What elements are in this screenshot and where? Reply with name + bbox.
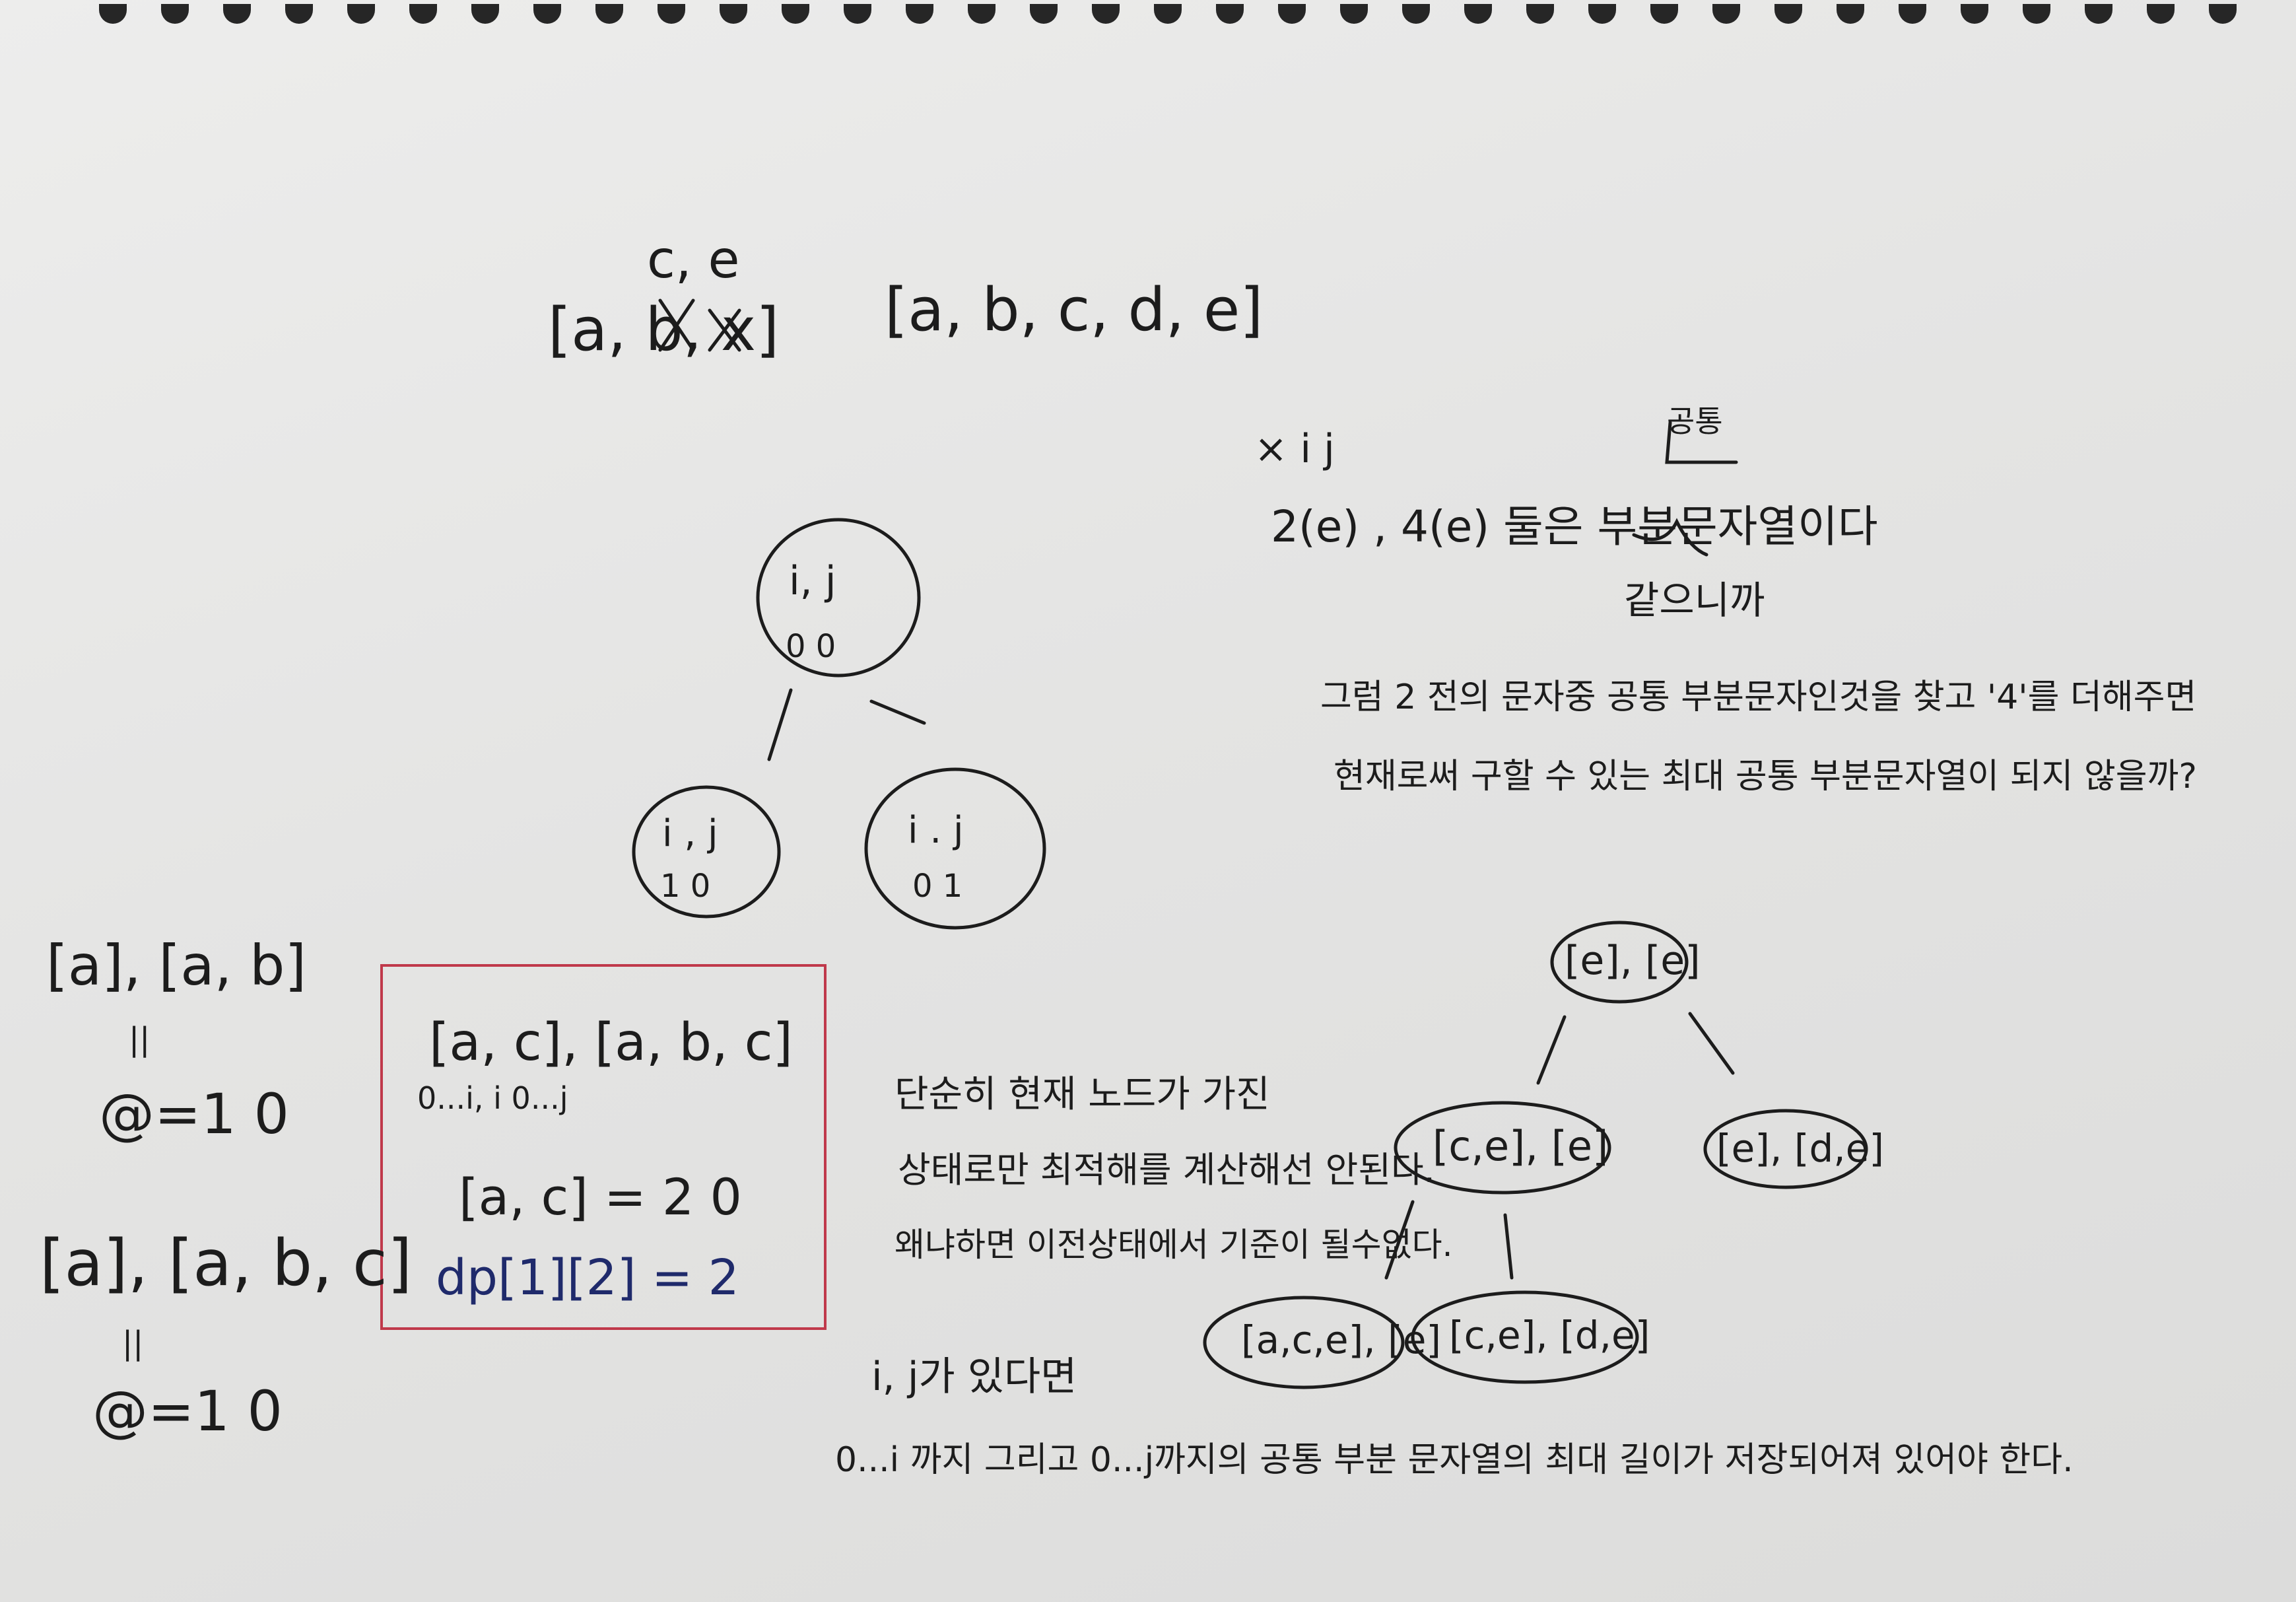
tree-node-left	[632, 785, 781, 919]
middle-note-3: 왜냐하면 이전상태에서 기준이 될수없다.	[895, 1226, 1453, 1264]
bracket-mark	[1632, 518, 1708, 557]
cross-out-marks	[658, 298, 741, 352]
example-equiv: ||	[129, 1021, 151, 1058]
boxed-ranges: 0...i, i 0...j	[417, 1080, 568, 1116]
tree-node-left	[1394, 1101, 1611, 1195]
highlight-box	[380, 964, 827, 1330]
note-line-3: 현재로써 구할 수 있는 최대 공통 부분문자열이 되지 않을까?	[1334, 757, 2197, 796]
array-right: [a, b, c, d, e]	[885, 275, 1264, 345]
node-label: 0 0	[786, 628, 836, 665]
tree-edge	[1536, 1015, 1567, 1085]
note-under: 같으니까	[1624, 578, 1765, 623]
node-label: 0 1	[912, 868, 963, 905]
tree-edge	[1384, 1200, 1415, 1280]
boxed-dp: dp[1][2] = 2	[436, 1249, 739, 1306]
bracket-mark	[1665, 421, 1738, 464]
tree-edge	[1503, 1213, 1514, 1280]
boxed-result: [a, c] = 2 0	[459, 1167, 742, 1226]
node-label: [a,c,e], [e]	[1241, 1317, 1442, 1362]
example-result: @=1 0	[99, 1082, 289, 1146]
example-result: @=1 0	[92, 1379, 283, 1444]
node-label: [e], [d,e]	[1716, 1126, 1885, 1171]
boxed-arrays: [a, c], [a, b, c]	[429, 1013, 793, 1072]
note-line: 2(e) , 4(e) 둘은 부분문자열이다	[1271, 501, 1878, 552]
node-label: [e], [e]	[1565, 938, 1701, 984]
tree-node-right	[864, 767, 1046, 930]
node-label: i . j	[908, 809, 964, 852]
node-label: 1 0	[660, 868, 711, 905]
bottom-note-2: 0...i 까지 그리고 0...j까지의 공통 부분 문자열의 최대 길이가 …	[835, 1440, 2074, 1480]
example-arrays: [a], [a, b, c]	[40, 1226, 413, 1300]
tree-node-root	[1550, 921, 1689, 1004]
node-label: [c,e], [e]	[1433, 1122, 1609, 1170]
node-label: i, j	[789, 558, 836, 604]
tree-node-root	[756, 518, 921, 678]
index-labels: × i j	[1254, 426, 1335, 472]
tree-edge	[767, 688, 793, 761]
middle-note-2: 상태로만 최적해를 계산해선 안된다.	[898, 1149, 1435, 1191]
tree-node-right	[1703, 1109, 1868, 1189]
tree-node-left-right	[1411, 1290, 1639, 1384]
middle-note-1: 단순히 현재 노드가 가진	[895, 1073, 1270, 1116]
node-label: i , j	[662, 812, 718, 855]
tree-edge	[869, 699, 926, 725]
example-arrays: [a], [a, b]	[46, 933, 307, 998]
example-equiv: ||	[122, 1325, 144, 1362]
crossed-above-text: c, e	[647, 230, 740, 290]
crossed-array: [a, b, x]	[548, 295, 780, 365]
tree-edge	[1688, 1012, 1735, 1075]
note-line-2: 그럼 2 전의 문자중 공통 부분문자인것을 찾고 '4'를 더해주면	[1320, 678, 2197, 717]
node-label: [c,e], [d,e]	[1449, 1313, 1650, 1358]
bottom-note-1: i, j가 있다면	[871, 1354, 1077, 1400]
tree-node-left-left	[1203, 1296, 1405, 1389]
common-mark: 공통	[1667, 403, 1723, 439]
